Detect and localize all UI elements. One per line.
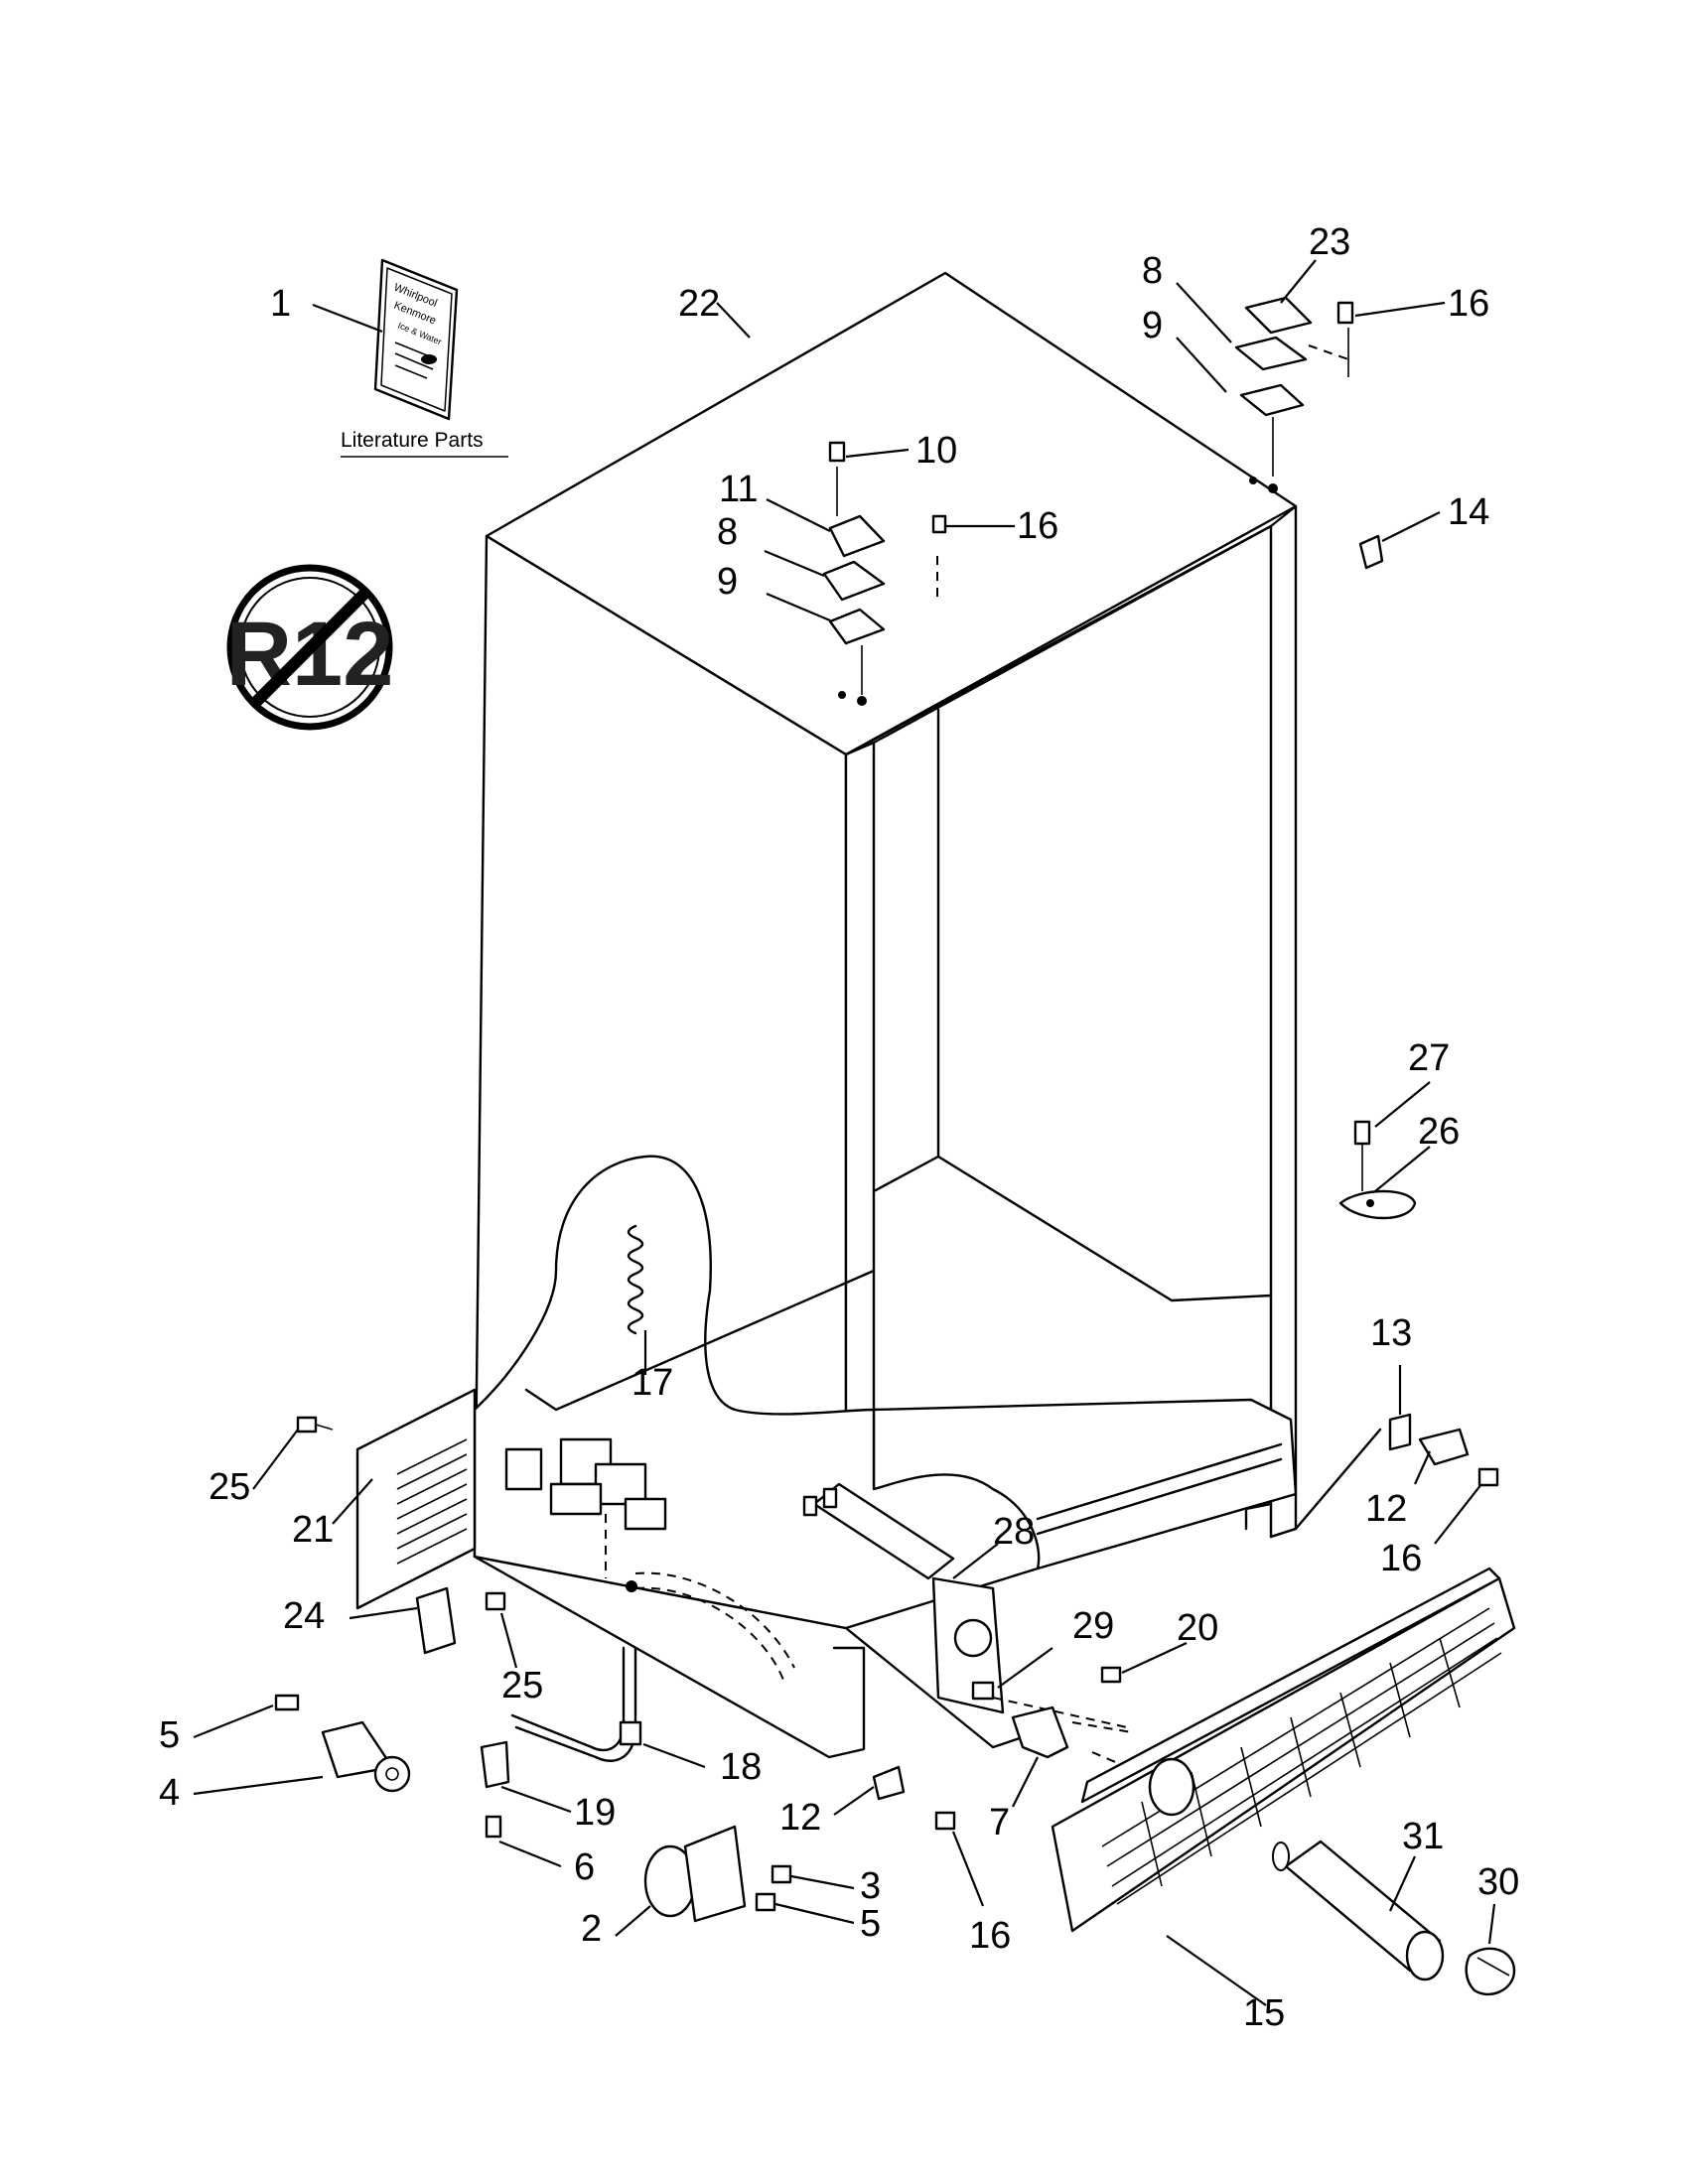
callout-28: 28 xyxy=(993,1511,1035,1553)
callout-5a: 5 xyxy=(159,1714,180,1756)
callout-8b: 8 xyxy=(717,511,738,553)
center-top-hinge xyxy=(822,441,947,695)
callout-1: 1 xyxy=(270,283,291,325)
callout-16d: 16 xyxy=(969,1915,1011,1957)
bracket-26-27 xyxy=(1338,1120,1417,1220)
callout-16b: 16 xyxy=(1017,505,1058,547)
callout-31: 31 xyxy=(1402,1816,1444,1857)
bracket-24 xyxy=(415,1586,506,1655)
callout-20: 20 xyxy=(1177,1607,1218,1649)
rear-roller xyxy=(643,1825,792,1923)
bracket-12-center xyxy=(872,1765,956,1831)
refrigerator-cabinet xyxy=(473,271,1382,1759)
callout-13: 13 xyxy=(1370,1312,1412,1354)
leader-lines xyxy=(193,259,1496,2006)
callout-9b: 9 xyxy=(717,561,738,603)
front-roller xyxy=(274,1694,411,1793)
toe-grille xyxy=(1051,1567,1516,1933)
bracket-7 xyxy=(1011,1706,1133,1768)
literature-parts-caption: Literature Parts xyxy=(341,429,484,452)
callout-12a: 12 xyxy=(1365,1488,1407,1530)
callout-18: 18 xyxy=(720,1746,762,1788)
callout-26: 26 xyxy=(1418,1111,1460,1153)
spring-coil xyxy=(627,1224,644,1335)
callout-23: 23 xyxy=(1309,221,1350,263)
callout-15: 15 xyxy=(1243,1992,1285,2034)
water-filter xyxy=(1272,1840,1445,1981)
callout-7: 7 xyxy=(989,1802,1010,1843)
callout-10: 10 xyxy=(915,430,957,472)
callout-29: 29 xyxy=(1072,1605,1114,1647)
water-tube xyxy=(480,1646,642,1839)
no-r12-badge: R12 xyxy=(226,564,393,731)
water-valve-assembly xyxy=(504,1437,795,1684)
callout-30: 30 xyxy=(1477,1861,1519,1903)
filter-cap xyxy=(1465,1947,1516,1996)
callout-labels: 1 22 23 8 16 9 10 11 16 8 9 14 27 26 13 … xyxy=(159,221,1519,2034)
callout-8a: 8 xyxy=(1142,250,1163,292)
callout-12b: 12 xyxy=(779,1797,821,1839)
right-top-hinge xyxy=(1234,296,1354,477)
fill-tube-housing xyxy=(802,1482,1128,1728)
clip-part xyxy=(1358,534,1384,570)
callout-19: 19 xyxy=(574,1792,616,1834)
callout-14: 14 xyxy=(1448,491,1489,533)
callout-11: 11 xyxy=(719,469,758,510)
callout-6: 6 xyxy=(574,1846,595,1888)
literature-booklet: Whirlpool Kenmore Ice & Water xyxy=(373,258,459,421)
callout-27: 27 xyxy=(1408,1037,1450,1079)
callout-3: 3 xyxy=(860,1865,881,1907)
callout-16a: 16 xyxy=(1448,283,1489,325)
callout-5b: 5 xyxy=(860,1903,881,1945)
callout-9a: 9 xyxy=(1142,305,1163,346)
rear-cover xyxy=(296,1388,477,1610)
callout-4: 4 xyxy=(159,1772,180,1814)
callout-25b: 25 xyxy=(501,1665,543,1706)
callout-21: 21 xyxy=(292,1509,334,1551)
callout-2: 2 xyxy=(581,1908,602,1950)
callout-16c: 16 xyxy=(1380,1538,1422,1579)
callout-22: 22 xyxy=(678,283,720,325)
callout-17: 17 xyxy=(632,1362,673,1404)
callout-24: 24 xyxy=(283,1595,325,1637)
bracket-13-12 xyxy=(1388,1413,1499,1487)
callout-25a: 25 xyxy=(209,1466,250,1508)
